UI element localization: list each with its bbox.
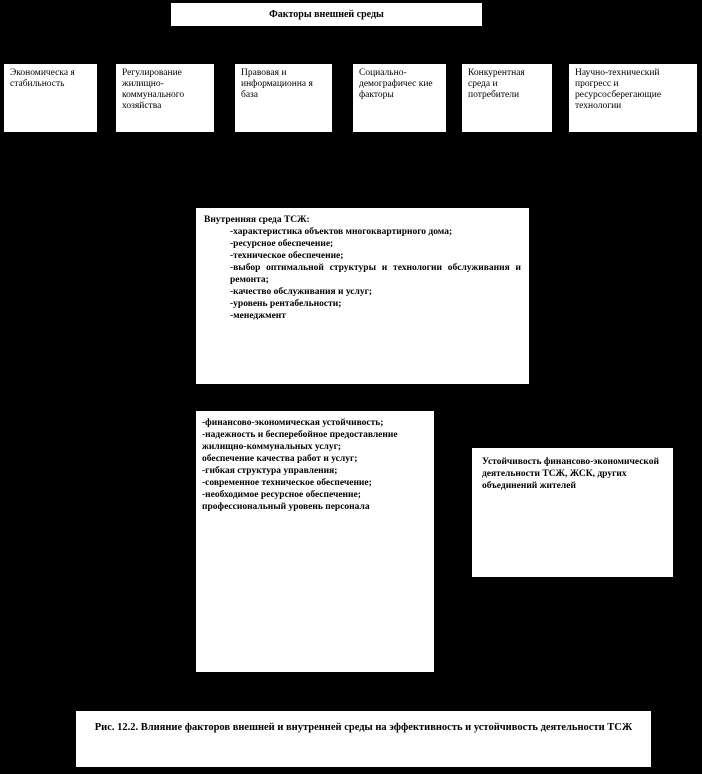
factor-legal-information-base: Правовая и информационна я база	[234, 63, 333, 133]
internal-item: -выбор оптимальной структуры и технологи…	[230, 263, 521, 285]
result-item: профессиональный уровень персонала	[202, 502, 370, 512]
result-item: -гибкая структура управления;	[202, 466, 338, 476]
result-item: -современное техническое обеспечение;	[202, 478, 372, 488]
external-factors-title: Факторы внешней среды	[170, 2, 483, 27]
factor-socio-demographic: Социально-демографичес кие факторы	[352, 63, 447, 133]
factor-scientific-progress: Научно-технический прогресс и ресурсосбе…	[568, 63, 698, 133]
factor-economic-stability: Экономическа я стабильность	[3, 63, 98, 133]
internal-environment-box: Внутренняя среда ТСЖ: -характеристика об…	[195, 207, 530, 385]
internal-item: -уровень рентабельности;	[230, 299, 342, 309]
factor-competition-consumers: Конкурентная среда и потребители	[461, 63, 553, 133]
internal-item: -техническое обеспечение;	[230, 251, 344, 261]
figure-caption: Рис. 12.2. Влияние факторов внешней и вн…	[75, 710, 652, 768]
results-box: -финансово-экономическая устойчивость; -…	[195, 410, 435, 673]
internal-item: -ресурсное обеспечение;	[230, 239, 334, 249]
factor-housing-regulation: Регулирование жилищно-коммунального хозя…	[115, 63, 215, 133]
result-item: -финансово-экономическая устойчивость;	[202, 418, 384, 428]
internal-item: -качество обслуживания и услуг;	[230, 287, 373, 297]
stability-box: Устойчивость финансово-экономической дея…	[471, 447, 674, 578]
internal-item: -характеристика объектов многоквартирног…	[230, 227, 453, 237]
result-item: обеспечение качества работ и услуг;	[202, 454, 358, 464]
internal-heading: Внутренняя среда ТСЖ:	[204, 215, 310, 225]
result-item: -необходимое ресурсное обеспечение;	[202, 490, 361, 500]
internal-item: -менеджмент	[230, 311, 286, 321]
result-item: -надежность и бесперебойное предоставлен…	[202, 430, 398, 452]
